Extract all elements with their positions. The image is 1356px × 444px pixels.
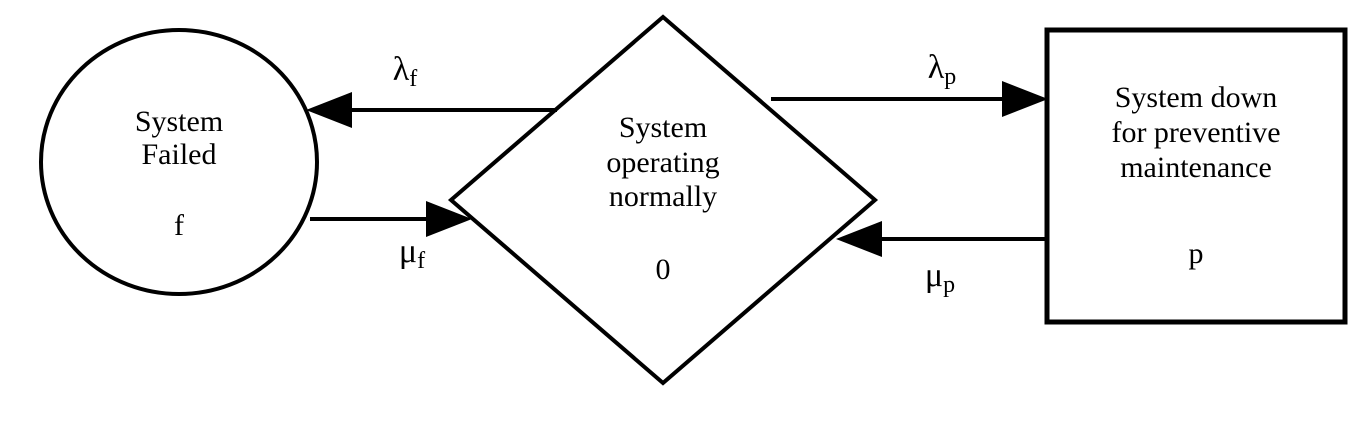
node-system-down-state-symbol: p bbox=[1189, 237, 1204, 270]
node-system-operating-normally[interactable]: System operating normally 0 bbox=[447, 14, 879, 386]
edge-mu-f[interactable] bbox=[310, 201, 472, 237]
node-system-down-line-1: System down bbox=[1115, 81, 1278, 114]
node-system-operating-line-3: normally bbox=[609, 180, 717, 213]
node-system-operating-line-2: operating bbox=[606, 146, 719, 179]
edge-label-lambda-f-text: λf bbox=[393, 51, 418, 92]
edge-lambda-f[interactable] bbox=[306, 92, 557, 128]
edge-lambda-f-arrowhead bbox=[306, 92, 352, 128]
edge-label-mu-p: μp bbox=[925, 257, 955, 298]
edge-label-lambda-f-sub: f bbox=[409, 66, 417, 92]
node-system-down-preventive-maintenance[interactable]: System down for preventive maintenance p bbox=[1044, 27, 1348, 325]
node-system-operating-line-1: System bbox=[619, 111, 707, 144]
edge-label-mu-p-text: μp bbox=[925, 257, 955, 298]
node-system-failed-line-2: Failed bbox=[142, 138, 217, 171]
edge-label-lambda-p-text: λp bbox=[928, 49, 957, 90]
edge-label-mu-f-sub: f bbox=[417, 248, 425, 274]
edge-label-lambda-p-sub: p bbox=[944, 64, 956, 90]
edge-lambda-p-arrowhead bbox=[1002, 81, 1048, 117]
edge-label-lambda-p-base: λ bbox=[928, 49, 945, 86]
edge-label-lambda-f: λf bbox=[393, 51, 418, 92]
node-system-operating-state-symbol: 0 bbox=[656, 253, 671, 286]
edge-lambda-p[interactable] bbox=[771, 81, 1048, 117]
edge-mu-f-arrowhead bbox=[426, 201, 472, 237]
edge-mu-p[interactable] bbox=[836, 221, 1047, 257]
node-system-failed[interactable]: System Failed f bbox=[39, 28, 319, 296]
node-system-failed-line-1: System bbox=[135, 105, 223, 138]
node-system-failed-state-symbol: f bbox=[174, 209, 184, 242]
edge-label-mu-p-sub: p bbox=[943, 272, 955, 298]
edge-mu-p-arrowhead bbox=[836, 221, 882, 257]
edge-label-mu-f-base: μ bbox=[399, 233, 417, 270]
rectangle-shape bbox=[1044, 27, 1348, 325]
edge-label-lambda-p: λp bbox=[928, 49, 957, 90]
circle-shape bbox=[39, 28, 319, 296]
edge-label-mu-f: μf bbox=[399, 233, 425, 274]
edge-label-mu-f-text: μf bbox=[399, 233, 425, 274]
node-system-down-line-2: for preventive bbox=[1111, 116, 1280, 149]
edge-label-mu-p-base: μ bbox=[925, 257, 943, 294]
node-system-down-line-3: maintenance bbox=[1120, 151, 1272, 184]
edge-label-lambda-f-base: λ bbox=[393, 51, 410, 88]
